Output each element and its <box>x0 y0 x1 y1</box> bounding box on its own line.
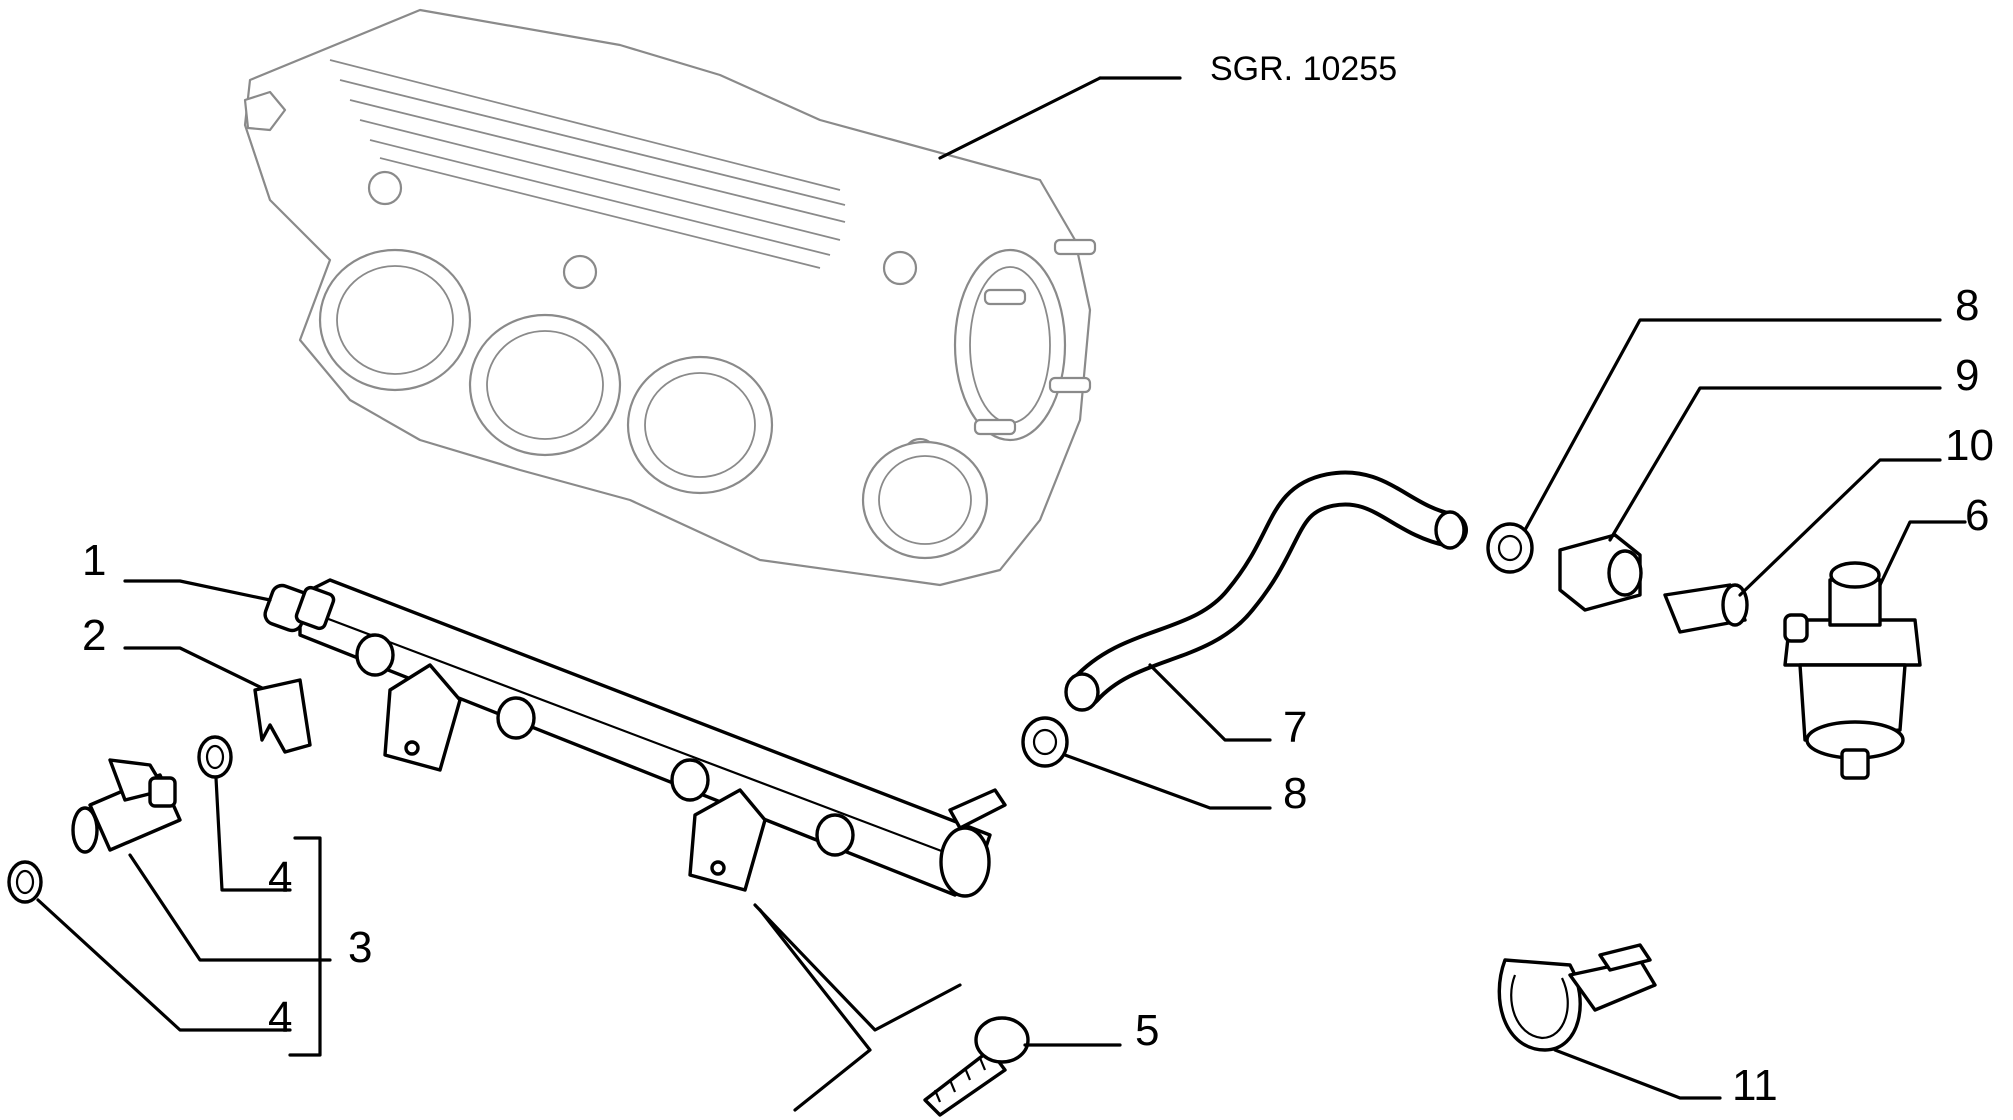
callout-10: 10 <box>1945 421 1994 470</box>
callout-3: 3 <box>348 923 372 972</box>
leader-6 <box>1878 520 1967 587</box>
injector <box>71 758 182 854</box>
o-ring-upper <box>197 735 233 779</box>
reference-code: SGR. 10255 <box>1210 50 1397 88</box>
callout-5: 5 <box>1135 1006 1159 1055</box>
leader-2 <box>123 646 264 690</box>
callout-1: 1 <box>82 536 106 585</box>
bracket-3 <box>288 836 322 1057</box>
callout-2: 2 <box>82 611 106 660</box>
callout-4-lower: 4 <box>268 993 292 1042</box>
leader-9 <box>1608 386 1942 542</box>
fuel-hose <box>1064 470 1468 712</box>
leader-4a <box>214 776 292 892</box>
union-fitting <box>1663 583 1749 634</box>
clip <box>253 678 312 754</box>
leader-10 <box>1738 458 1942 597</box>
sealing-ring-lower <box>1021 716 1069 768</box>
callout-6: 6 <box>1965 491 1989 540</box>
sealing-ring-upper <box>1486 522 1534 574</box>
bolt <box>923 1016 1030 1117</box>
leader-4b <box>36 898 292 1032</box>
callout-7: 7 <box>1283 703 1307 752</box>
callout-4-upper: 4 <box>268 853 292 902</box>
leader-8b <box>1063 753 1272 810</box>
leader-11 <box>1553 1048 1722 1100</box>
o-ring-lower <box>7 860 43 904</box>
leader-8a <box>1523 318 1942 532</box>
leader-3 <box>128 853 332 962</box>
fuel-filter <box>1783 561 1922 780</box>
callout-9: 9 <box>1955 351 1979 400</box>
leader-1 <box>123 579 272 602</box>
leader-7 <box>1148 663 1272 742</box>
union-nut <box>1558 533 1643 612</box>
intake-manifold <box>243 8 1097 587</box>
fuel-rail <box>263 578 1007 898</box>
callout-8-upper: 8 <box>1955 281 1979 330</box>
leader-reference <box>938 76 1102 160</box>
callout-8-lower: 8 <box>1283 769 1307 818</box>
callout-11: 11 <box>1732 1061 1778 1110</box>
hose-clamp <box>1497 943 1657 1052</box>
